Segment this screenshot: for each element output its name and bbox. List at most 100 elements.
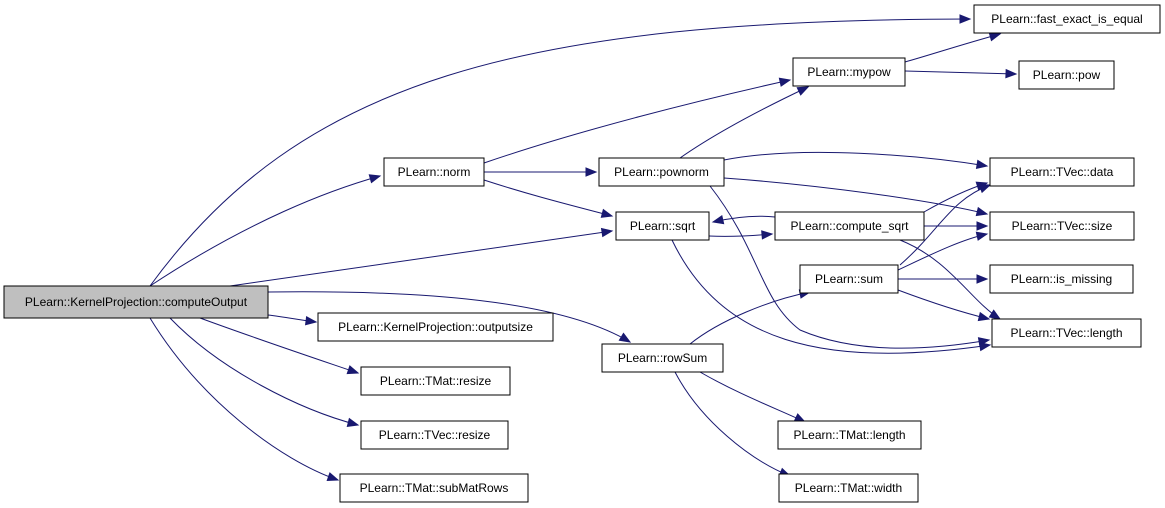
node-sum-label: PLearn::sum — [815, 272, 883, 286]
edge-line — [689, 291, 811, 345]
node-compute-sqrt-box — [774, 211, 925, 241]
arrowhead — [976, 221, 989, 231]
node-root-label: PLearn::KernelProjection::computeOutput — [25, 295, 248, 309]
edge-root-to-tvec_resize — [169, 317, 360, 427]
edge-line — [149, 175, 381, 287]
edge-line — [483, 179, 613, 217]
edge-line — [674, 371, 791, 477]
arrowhead — [368, 174, 382, 184]
edge-line — [699, 371, 806, 423]
node-pownorm-label: PLearn::pownorm — [614, 165, 709, 179]
arrowhead — [346, 365, 360, 375]
arrowhead — [959, 14, 972, 24]
node-tvec-size[interactable]: PLearn::TVec::size — [989, 211, 1135, 241]
node-tvec-length-label: PLearn::TVec::length — [1010, 326, 1122, 340]
arrowhead — [585, 167, 598, 177]
arrowhead — [346, 417, 360, 427]
node-sum-box — [799, 264, 899, 294]
node-sum[interactable]: PLearn::sum — [799, 264, 899, 294]
arrowhead — [326, 472, 340, 482]
node-compute-sqrt[interactable]: PLearn::compute_sqrt — [774, 211, 925, 241]
arrowhead — [600, 227, 614, 238]
node-tmat-width[interactable]: PLearn::TMat::width — [778, 473, 919, 503]
edge-rowsum-to-tmat_width — [674, 371, 792, 477]
node-tmat-width-label: PLearn::TMat::width — [795, 481, 902, 495]
node-norm-box — [383, 157, 485, 187]
node-pow-box — [1018, 60, 1115, 90]
edge-norm-to-pownorm — [483, 167, 598, 177]
node-tmat-resize-box — [360, 366, 511, 396]
node-norm[interactable]: PLearn::norm — [383, 157, 485, 187]
node-tmat-length-box — [777, 420, 922, 450]
node-pow[interactable]: PLearn::pow — [1018, 60, 1115, 90]
arrowhead — [761, 230, 774, 240]
node-mypow-box — [792, 57, 906, 87]
node-tmat-length[interactable]: PLearn::TMat::length — [777, 420, 922, 450]
arrowhead — [304, 315, 318, 326]
edge-line — [899, 184, 991, 266]
node-fast-exact-label: PLearn::fast_exact_is_equal — [991, 12, 1142, 26]
node-rowsum-box — [601, 343, 724, 373]
edge-line — [723, 151, 988, 167]
node-mypow[interactable]: PLearn::mypow — [792, 57, 906, 87]
node-pow-label: PLearn::pow — [1033, 68, 1101, 82]
arrowhead — [711, 215, 725, 225]
arrowhead — [618, 332, 632, 343]
edge-sqrt-to-tvec_length — [671, 239, 992, 354]
edge-root-to-outputsize — [267, 314, 318, 326]
node-is-missing[interactable]: PLearn::is_missing — [989, 264, 1134, 294]
edge-root-to-tmat_resize — [199, 317, 360, 375]
node-fast-exact[interactable]: PLearn::fast_exact_is_equal — [973, 4, 1161, 34]
node-outputsize-label: PLearn::KernelProjection::outputsize — [338, 320, 533, 334]
node-tvec-length[interactable]: PLearn::TVec::length — [991, 318, 1142, 348]
arrowhead — [778, 77, 792, 87]
edge-compute_sqrt-to-tvec_length — [899, 239, 1002, 320]
edge-line — [709, 185, 990, 349]
edge-line — [899, 239, 1001, 320]
edge-sum-to-tvec_size — [897, 231, 989, 271]
node-root[interactable]: PLearn::KernelProjection::computeOutput — [3, 285, 269, 319]
edge-line — [483, 79, 791, 164]
edge-mypow-to-pow — [904, 68, 1018, 79]
edge-line — [723, 177, 988, 215]
node-rowsum[interactable]: PLearn::rowSum — [601, 343, 724, 373]
node-tmat-length-label: PLearn::TMat::length — [793, 428, 905, 442]
node-pownorm-box — [598, 157, 725, 187]
node-tvec-resize[interactable]: PLearn::TVec::resize — [360, 420, 509, 450]
arrowhead — [975, 231, 989, 241]
edge-line — [267, 291, 631, 343]
edge-compute_sqrt-to-tvec_size — [924, 221, 989, 231]
edge-line — [229, 230, 613, 287]
edge-line — [169, 317, 359, 426]
edge-line — [149, 317, 339, 481]
node-tvec-resize-label: PLearn::TVec::resize — [379, 428, 491, 442]
edge-root-to-submatrows — [149, 317, 340, 482]
call-edges — [149, 14, 1018, 482]
edge-mypow-to-fast_exact — [904, 32, 1002, 63]
edge-line — [671, 239, 991, 354]
edge-root-to-rowsum — [267, 291, 632, 343]
node-norm-label: PLearn::norm — [398, 165, 471, 179]
edge-root-to-norm — [149, 174, 382, 287]
node-sqrt[interactable]: PLearn::sqrt — [615, 211, 710, 241]
node-tvec-data[interactable]: PLearn::TVec::data — [989, 157, 1135, 187]
node-tmat-resize[interactable]: PLearn::TMat::resize — [360, 366, 511, 396]
arrowhead — [796, 86, 810, 96]
edge-norm-to-sqrt — [483, 179, 614, 218]
node-submatrows[interactable]: PLearn::TMat::subMatRows — [339, 473, 529, 503]
arrowhead — [978, 341, 992, 352]
edge-pownorm-to-tvec_size — [723, 177, 989, 217]
edge-line — [199, 317, 359, 374]
edge-line — [679, 86, 809, 159]
edge-norm-to-mypow — [483, 77, 792, 164]
node-fast-exact-box — [973, 4, 1161, 34]
edge-line — [897, 289, 990, 320]
node-outputsize[interactable]: PLearn::KernelProjection::outputsize — [317, 312, 554, 342]
node-root-box — [3, 285, 269, 319]
node-pownorm[interactable]: PLearn::pownorm — [598, 157, 725, 187]
node-tvec-data-box — [989, 157, 1135, 187]
arrowhead — [977, 311, 991, 322]
arrowhead — [1005, 68, 1018, 79]
node-is-missing-label: PLearn::is_missing — [1011, 272, 1112, 286]
edge-root-to-sqrt — [229, 227, 614, 287]
